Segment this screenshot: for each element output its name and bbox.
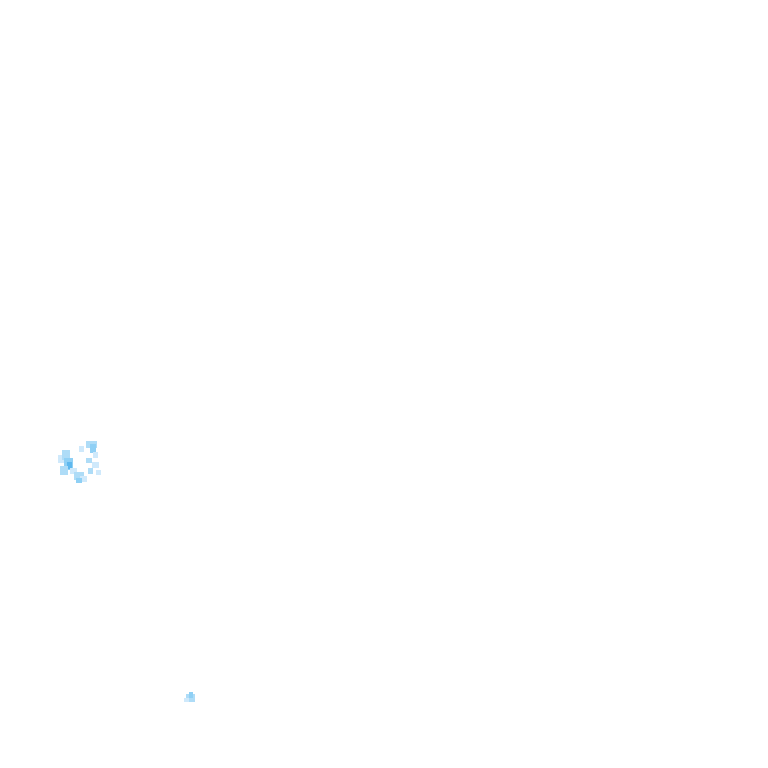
- water-patch: [79, 446, 84, 452]
- water-patch: [80, 476, 87, 482]
- water-patch: [88, 468, 93, 474]
- water-patch: [67, 462, 72, 469]
- water-patch: [62, 450, 70, 460]
- water-patch: [60, 466, 68, 475]
- water-patch: [96, 470, 101, 475]
- water-patch: [92, 462, 99, 468]
- water-patch: [74, 472, 84, 480]
- water-patch: [90, 444, 96, 453]
- water-patch: [184, 698, 189, 702]
- water-patch: [70, 468, 77, 474]
- water-cluster-left: [58, 441, 101, 483]
- water-patch: [189, 692, 193, 698]
- water-patch: [93, 452, 98, 458]
- water-patch: [86, 458, 92, 463]
- water-patch: [58, 455, 64, 463]
- water-patch: [76, 478, 82, 483]
- water-spot-bottom: [184, 692, 195, 702]
